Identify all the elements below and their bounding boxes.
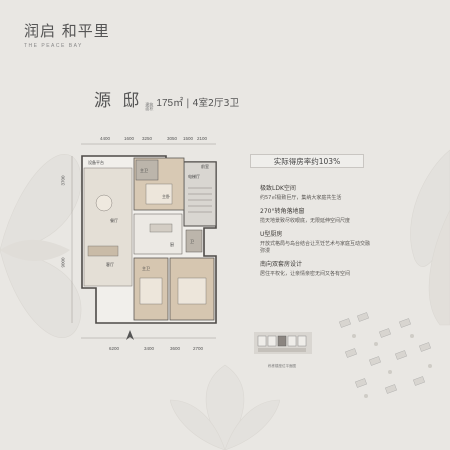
feature-item: 极致LDK空间 约57㎡极致巨厅，集纳大家庭共生活 xyxy=(260,183,370,202)
dim-bottom-3: 3600 xyxy=(170,346,181,351)
dim-top-4: 3050 xyxy=(167,136,178,141)
feature-title: U型厨房 xyxy=(260,231,283,238)
floor-plan-drawing: 设备平台 主卧 餐厅 客厅 主卫 电梯厅 前室 卫 主卫 厨 xyxy=(71,143,217,340)
feature-item: 270°转角落地窗 揽天地景致尽收眼底，无限延伸空间尺度 xyxy=(260,206,370,225)
feature-desc: 约57㎡极致巨厅，集纳大家庭共生活 xyxy=(260,195,342,201)
dim-bottom-4: 2700 xyxy=(193,346,204,351)
unit-area: 175㎡ xyxy=(156,98,184,109)
dim-left-1: 3700 xyxy=(60,175,66,186)
petal-decoration-right xyxy=(410,149,450,326)
location-thumbnail xyxy=(254,326,312,360)
unit-title: 源 邸 建筑面积 175㎡ | 4室2厅3卫 xyxy=(94,86,239,111)
feature-list: 极致LDK空间 约57㎡极致巨厅，集纳大家庭共生活 270°转角落地窗 揽天地景… xyxy=(260,183,370,282)
room-label-bath-1: 主卫 xyxy=(140,167,148,173)
location-caption: 栋栋楼座位平面图 xyxy=(268,364,296,368)
dim-bottom-1: 6200 xyxy=(109,346,120,351)
room-label-anteroom: 前室 xyxy=(201,163,209,169)
brand-name-en: THE PEACE BAY xyxy=(24,43,83,49)
location-plan-drawing xyxy=(254,332,312,354)
feature-title: 270°转角落地窗 xyxy=(260,208,305,215)
room-label-kitchen: 厨 xyxy=(170,241,174,247)
room-label-master-bedroom: 主卧 xyxy=(162,193,170,199)
room-label-dining: 餐厅 xyxy=(110,217,118,223)
dim-left-2: 9000 xyxy=(60,257,66,268)
north-arrow-icon xyxy=(126,330,134,340)
brand-name: 润启 和平里 xyxy=(24,22,110,40)
room-label-equipment: 设备平台 xyxy=(88,159,104,165)
dim-top-5: 1500 xyxy=(183,136,194,141)
title-separator: | xyxy=(186,98,190,109)
petal-decoration-bottom xyxy=(170,364,280,450)
petal-decoration-left xyxy=(0,154,82,338)
masterplan-illustration xyxy=(339,312,432,398)
area-label: 建筑面积 xyxy=(145,102,154,111)
dim-top-6: 2100 xyxy=(197,136,208,141)
dim-bottom-2: 3400 xyxy=(144,346,155,351)
room-label-living: 客厅 xyxy=(106,261,114,267)
room-label-bath-3: 主卫 xyxy=(142,265,150,271)
unit-name: 源 邸 xyxy=(94,91,143,111)
brand-logo: 润启 和平里 THE PEACE BAY xyxy=(24,20,110,49)
feature-item: 南向双套房设计 居住平权化，让亲情亲密无间又各有空间 xyxy=(260,259,370,278)
feature-title: 南向双套房设计 xyxy=(260,261,303,268)
dim-top-3: 3250 xyxy=(142,136,153,141)
dim-top-1: 4400 xyxy=(100,136,111,141)
feature-title: 极致LDK空间 xyxy=(260,185,296,192)
unit-layout: 4室2厅3卫 xyxy=(192,98,240,109)
feature-desc: 开放式格局与岛台结合让烹饪艺术与家庭互动交融弥漫 xyxy=(260,241,371,254)
floor-plan: 4400 1600 3250 3050 1500 2100 3700 9000 … xyxy=(61,128,236,351)
room-label-bath-2: 卫 xyxy=(190,239,194,244)
dim-top-2: 1600 xyxy=(124,136,135,141)
feature-desc: 揽天地景致尽收眼底，无限延伸空间尺度 xyxy=(260,218,351,224)
room-label-elevator-hall: 电梯厅 xyxy=(188,173,200,179)
feature-desc: 居住平权化，让亲情亲密无间又各有空间 xyxy=(260,271,351,277)
rate-badge: 实际得房率约103% xyxy=(250,154,364,168)
feature-item: U型厨房 开放式格局与岛台结合让烹饪艺术与家庭互动交融弥漫 xyxy=(260,229,370,255)
